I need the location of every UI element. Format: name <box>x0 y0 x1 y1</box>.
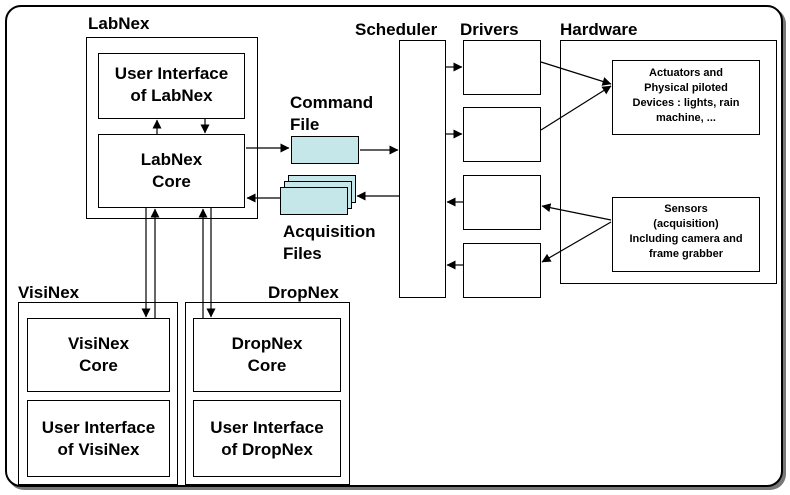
labnex-core-line2: Core <box>152 171 191 191</box>
labnex-core-label: LabNex Core <box>98 149 245 193</box>
actuators-line1: Actuators and <box>649 67 723 79</box>
sensors-line1: Sensors <box>664 203 708 215</box>
labnex-core-box <box>98 134 245 208</box>
actuators-label: Actuators and Physical piloted Devices :… <box>612 66 760 125</box>
visinex-ui-box <box>27 400 170 477</box>
command-file-line2: File <box>290 115 320 134</box>
sensors-line3: Including camera and <box>629 232 743 245</box>
dropnex-ui-line2: of DropNex <box>221 439 313 459</box>
driver-box-3 <box>463 175 541 230</box>
sensors-line2: (acquisition) <box>653 217 719 230</box>
visinex-ui-line2: of VisiNex <box>57 439 140 459</box>
dropnex-core-line1: DropNex <box>231 334 303 353</box>
acquisition-files-label: Acquisition Files <box>283 222 376 264</box>
visinex-core-line1: VisiNex <box>67 334 130 353</box>
sensors-line4: frame grabber <box>649 247 723 260</box>
dropnex-ui-label: User Interface of DropNex <box>193 417 341 461</box>
sensors-box <box>612 197 760 272</box>
command-file-label: Command File <box>290 93 373 135</box>
labnex-ui-label: User Interface of LabNex <box>98 63 245 107</box>
dropnex-core-label: DropNex Core <box>193 333 341 377</box>
scheduler-box <box>399 40 446 298</box>
visinex-title: VisiNex <box>18 283 80 302</box>
visinex-ui-line1: User Interface <box>41 418 156 437</box>
driver-box-4 <box>463 243 541 298</box>
dropnex-core-line2: Core <box>247 355 287 375</box>
hardware-title: Hardware <box>560 20 638 39</box>
labnex-ui-line1: User Interface <box>114 64 229 83</box>
visinex-core-line2: Core <box>79 355 118 375</box>
driver-box-2 <box>463 107 541 162</box>
dropnex-ui-box <box>193 400 341 477</box>
actuators-line4: machine, ... <box>656 111 716 124</box>
acquisition-files-line1: Acquisition <box>283 222 376 241</box>
labnex-core-line1: LabNex <box>140 150 203 169</box>
actuators-box <box>612 60 760 135</box>
visinex-core-label: VisiNex Core <box>27 333 170 377</box>
drivers-title: Drivers <box>460 20 519 39</box>
visinex-ui-label: User Interface of VisiNex <box>27 417 170 461</box>
driver-box-1 <box>463 40 541 95</box>
dropnex-title: DropNex <box>268 283 339 302</box>
visinex-core-box <box>27 318 170 392</box>
actuators-line3: Devices : lights, rain <box>632 96 740 109</box>
sensors-label: Sensors (acquisition) Including camera a… <box>612 202 760 261</box>
scheduler-title: Scheduler <box>355 20 438 39</box>
labnex-ui-box <box>98 53 245 119</box>
labnex-ui-line2: of LabNex <box>130 85 213 105</box>
acquisition-files-line2: Files <box>283 244 322 263</box>
dropnex-ui-line1: User Interface <box>210 418 324 437</box>
acquisition-file-front <box>280 187 348 215</box>
labnex-title: LabNex <box>88 14 150 33</box>
dropnex-core-box <box>193 318 341 392</box>
actuators-line2: Physical piloted <box>644 81 728 94</box>
command-file-line1: Command <box>290 93 374 112</box>
command-file-icon <box>291 136 359 164</box>
